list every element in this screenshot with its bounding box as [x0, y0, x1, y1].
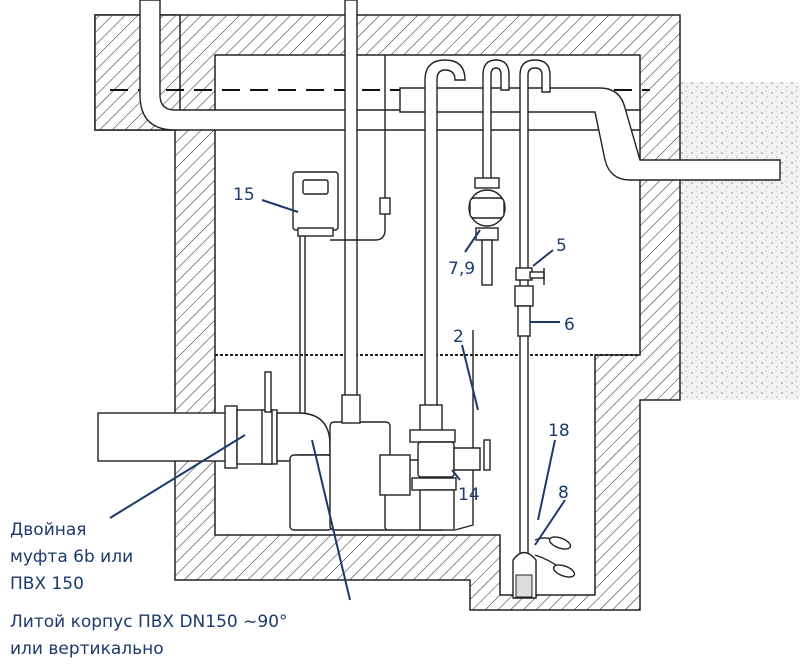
drainage-pump [512, 551, 537, 599]
callout-18: 18 [548, 421, 570, 441]
pressure-pipe-1 [424, 59, 466, 421]
housing-caption-line2: или вертикально [10, 639, 164, 659]
leader-14 [451, 469, 461, 481]
collecting-tank [289, 394, 446, 531]
callout-5: 5 [556, 236, 567, 256]
leader-5 [532, 249, 554, 267]
coupling-caption-line3: ПВХ 150 [10, 574, 84, 594]
vertical-vent-pipe [344, 0, 358, 401]
callout-7-9: 7,9 [448, 259, 475, 279]
leader-housing [311, 439, 351, 601]
control-box [292, 171, 339, 237]
inlet-pipe [97, 371, 331, 469]
float-switches [534, 536, 576, 578]
leader-18 [537, 439, 556, 521]
callout-15: 15 [233, 185, 255, 205]
leader-2 [461, 344, 479, 411]
coupling-caption-line1: Двойная [10, 520, 87, 540]
pressure-pipe-2 [482, 59, 510, 181]
leader-15 [261, 199, 299, 213]
venting-line-fitting [483, 439, 491, 471]
pressure-pipe-3 [519, 59, 551, 561]
vent-pipe-left [139, 0, 641, 131]
gate-valve [514, 267, 545, 337]
callout-8: 8 [558, 483, 569, 503]
leader-79 [464, 229, 481, 253]
callout-14: 14 [458, 485, 480, 505]
venting-line [454, 330, 474, 531]
ground-soil [680, 82, 800, 400]
control-cable [330, 55, 386, 241]
callout-6: 6 [564, 315, 575, 335]
check-valve-assembly [468, 177, 506, 286]
leader-8 [534, 499, 566, 546]
discharge-pipe-outlet [399, 87, 781, 181]
float-switch-sensor [379, 197, 391, 215]
callout-2: 2 [453, 327, 464, 347]
tank-outlet-fittings [409, 404, 481, 531]
housing-caption-line1: Литой корпус ПВХ DN150 ~90° [10, 612, 288, 632]
leader-coupling [109, 434, 246, 519]
coupling-caption-line2: муфта 6b или [10, 547, 133, 567]
